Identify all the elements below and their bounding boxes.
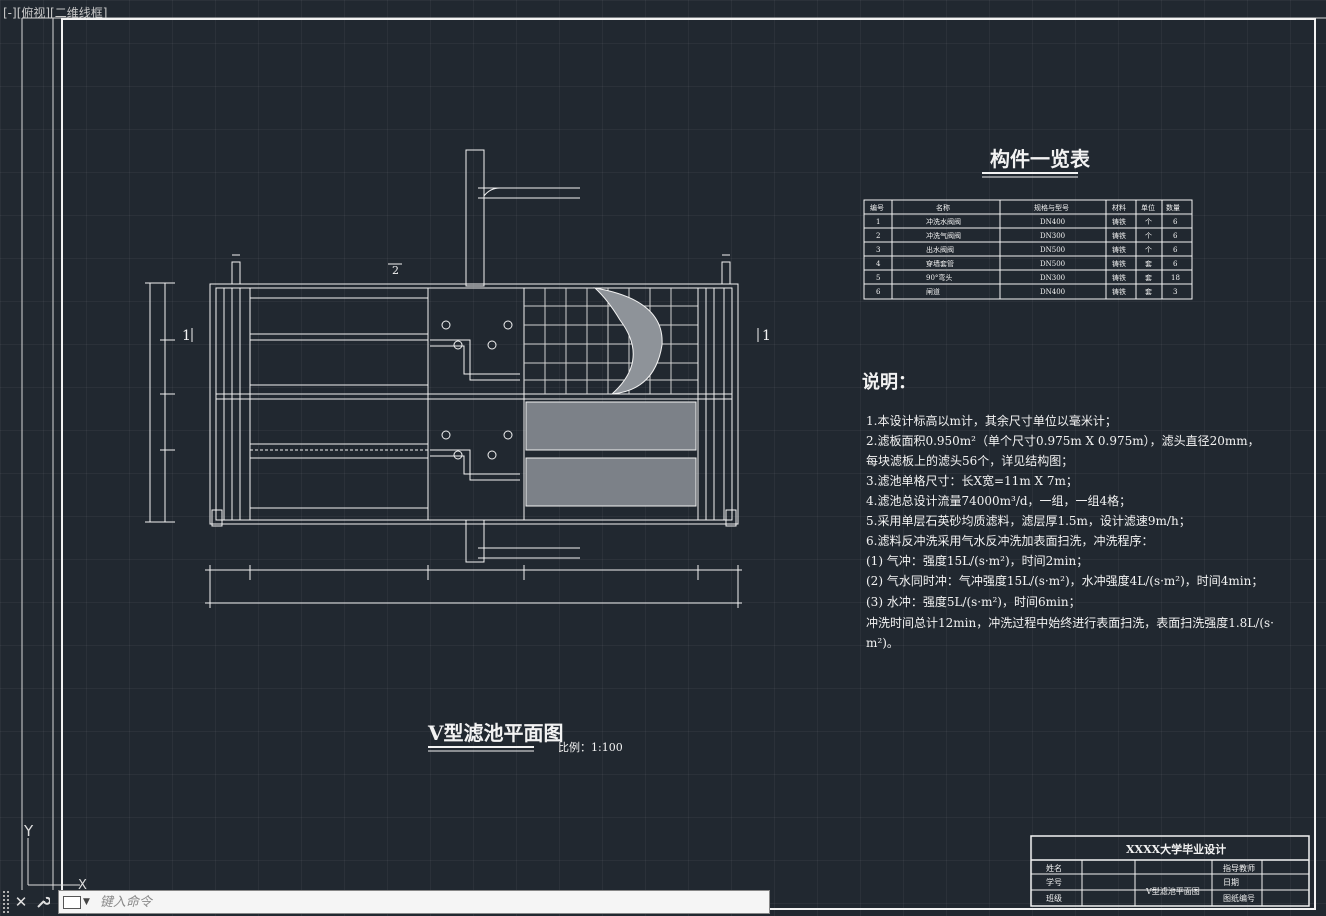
table-cell: 2 [876,232,880,240]
table-cell: 4 [876,260,881,268]
components-table-cells: 编号 名称 规格与型号 材料 单位 数量 1 冲洗水阀阀 DN400 铸铁 个 … [870,203,1180,296]
table-cell: 出水阀阀 [926,245,954,254]
notes-title: 说明： [862,371,916,393]
table-cell: 3 [1173,288,1177,296]
note-line: m²)。 [866,636,899,650]
note-line: (1) 气冲：强度15L/(s·m²)，时间2min； [866,553,1088,568]
table-cell: 6 [1173,218,1178,226]
table-cell: DN400 [1040,218,1065,226]
table-cell: 穿墙套管 [926,259,954,268]
title-block [1030,835,1310,907]
table-cell: 铸铁 [1112,273,1126,282]
table-cell: 6 [1173,232,1178,240]
close-icon[interactable]: ✕ [14,893,28,911]
title-block-label: 姓名 [1046,863,1062,873]
viewport-controls-label[interactable]: [-][俯视][二维线框] [3,6,108,20]
command-line-grip[interactable] [2,890,10,914]
table-cell: 个 [1145,218,1152,226]
table-cell: 5 [876,274,880,282]
table-header: 名称 [936,203,950,212]
table-cell: 铸铁 [1112,245,1126,254]
title-block-label: 指导教师 [1223,863,1255,873]
wrench-icon [37,896,50,908]
notes-body: 1.本设计标高以m计，其余尺寸单位以毫米计； 2.滤板面积0.950m²（单个尺… [866,413,1274,650]
table-cell: 铸铁 [1112,259,1126,268]
table-header: 单位 [1141,203,1155,212]
chevron-down-icon[interactable]: ▼ [83,897,90,907]
table-cell: 90°弯头 [926,273,952,282]
note-line: 3.滤池单格尺寸：长X宽=11m X 7m； [866,473,1078,488]
command-input-box[interactable]: ▼ [58,890,770,914]
filter-plan-drawing [145,149,759,608]
ucs-x-label: X [78,878,87,893]
title-block-label: 图纸编号 [1223,893,1255,903]
section-mark-right: 1 [762,328,771,344]
note-line: (2) 气水同时冲：气冲强度15L/(s·m²)，水冲强度4L/(s·m²)，时… [866,573,1263,588]
table-cell: 18 [1171,274,1180,282]
table-cell: DN500 [1040,246,1065,254]
note-line: 2.滤板面积0.950m²（单个尺寸0.975m X 0.975m），滤头直径2… [866,434,1260,448]
table-cell: 铸铁 [1112,287,1126,296]
table-cell: DN300 [1040,232,1065,240]
table-cell: 6 [876,288,881,296]
ucs-icon [27,838,80,886]
table-cell: 个 [1145,246,1152,254]
title-block-label: 日期 [1223,878,1239,887]
plan-scale: 比例：1:100 [558,740,623,754]
table-cell: 个 [1145,232,1152,240]
title-block-drawing-name: V型滤池平面图 [1145,886,1200,896]
title-block-label: 学号 [1046,877,1062,887]
table-cell: 3 [876,246,880,254]
table-cell: 套 [1145,259,1152,268]
title-block-school: XXXX大学毕业设计 [1126,842,1226,856]
table-cell: DN500 [1040,260,1065,268]
plan-title: V型滤池平面图 [427,721,564,745]
note-line: (3) 水冲：强度5L/(s·m²)，时间6min； [866,594,1081,609]
ucs-y-label: Y [23,822,34,840]
table-cell: 铸铁 [1112,217,1126,226]
section-mark-left: 1 [182,328,191,344]
components-table [863,199,1193,300]
table-cell: 1 [876,218,880,226]
components-table-title: 构件一览表 [990,147,1091,171]
command-input[interactable] [97,891,742,913]
table-cell: 6 [1173,260,1178,268]
table-cell: DN400 [1040,288,1065,296]
note-line: 5.采用单层石英砂均质滤料，滤层厚1.5m，设计滤速9m/h； [866,514,1191,528]
table-cell: 6 [1173,246,1178,254]
table-cell: 套 [1145,273,1152,282]
table-header: 编号 [870,203,884,212]
customize-wrench-icon[interactable] [32,890,54,914]
command-line-bar: ✕ ▼ [0,889,770,915]
section-mark-top: 2 [392,264,399,277]
note-line: 每块滤板上的滤头56个，详见结构图； [866,453,1073,468]
note-line: 4.滤池总设计流量74000m³/d，一组，一组4格； [866,493,1131,508]
table-cell: 闸道 [926,287,940,296]
note-line: 1.本设计标高以m计，其余尺寸单位以毫米计； [866,413,1117,428]
table-header: 规格与型号 [1034,203,1069,212]
command-history-icon[interactable] [63,895,81,909]
table-header: 材料 [1112,203,1126,212]
table-cell: 冲洗水阀阀 [926,217,961,226]
title-block-label: 班级 [1046,893,1062,903]
table-header: 数量 [1166,203,1180,212]
table-cell: 套 [1145,287,1152,296]
table-cell: DN300 [1040,274,1065,282]
note-line: 6.滤料反冲洗采用气水反冲洗加表面扫洗，冲洗程序： [866,533,1153,548]
table-cell: 铸铁 [1112,231,1126,240]
note-line: 冲洗时间总计12min，冲洗过程中始终进行表面扫洗，表面扫洗强度1.8L/(s· [866,615,1274,630]
table-cell: 冲洗气阀阀 [926,231,961,240]
